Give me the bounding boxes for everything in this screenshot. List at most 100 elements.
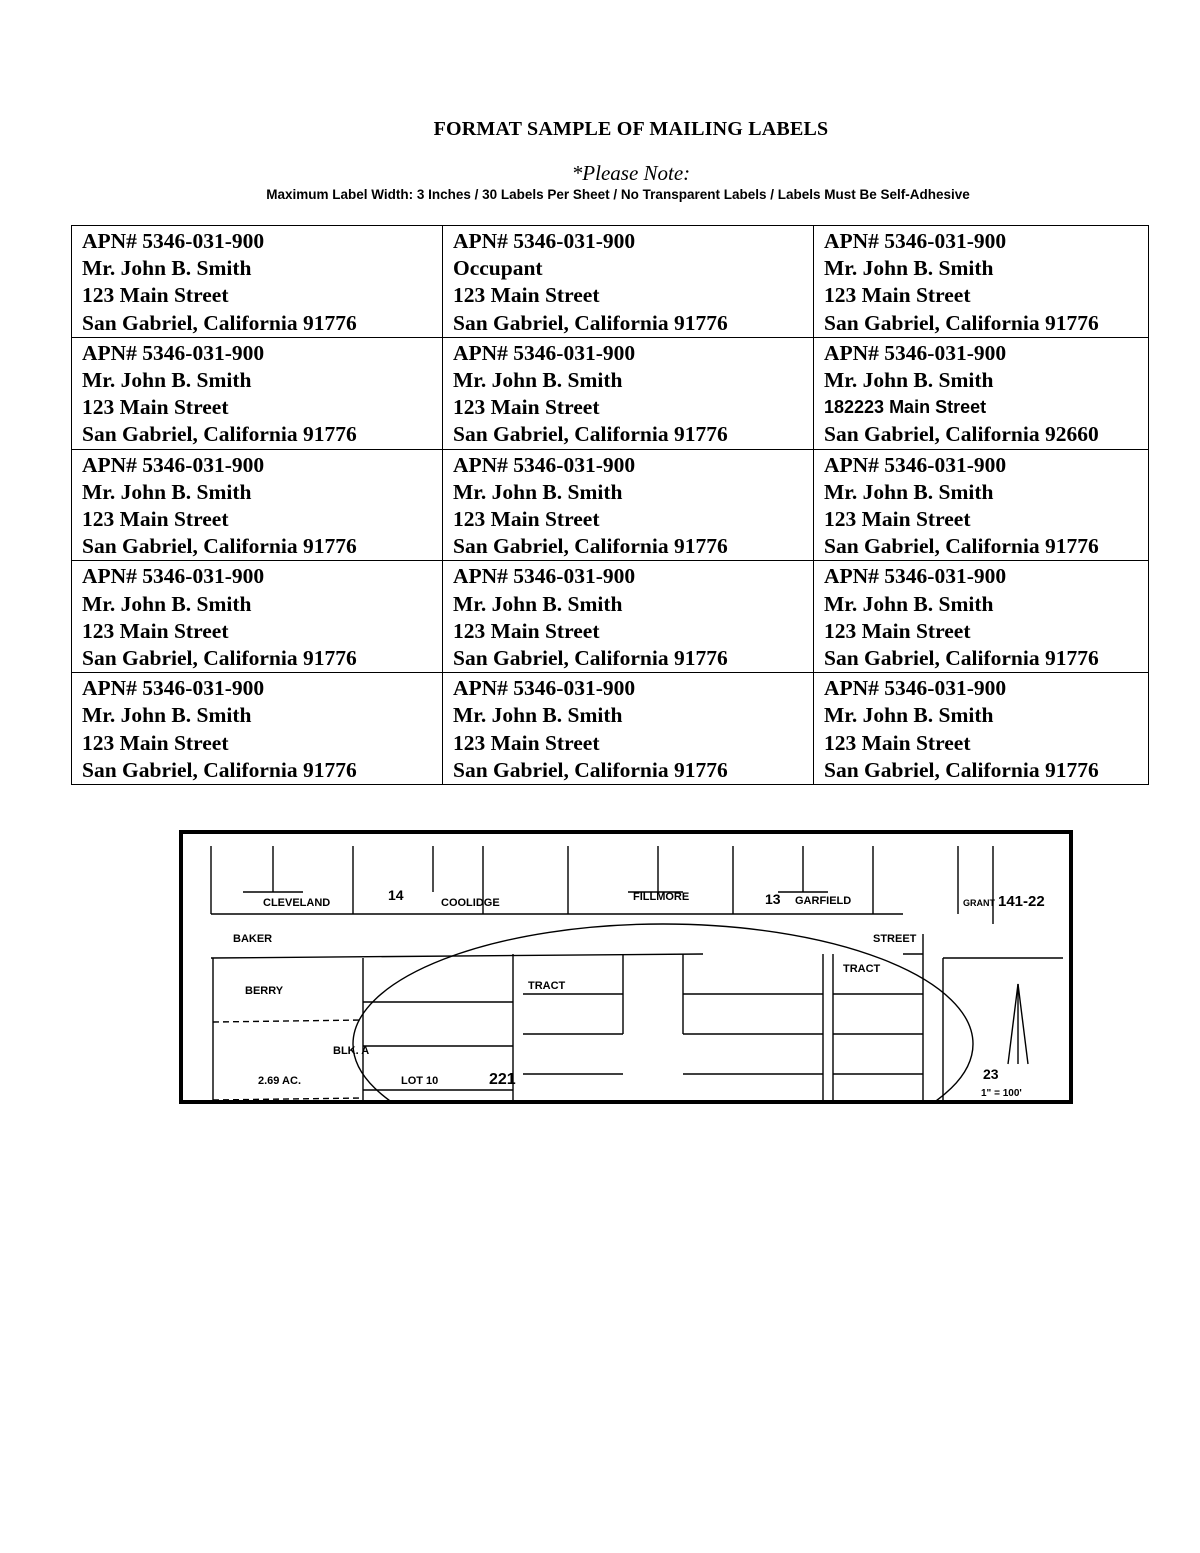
label-street: 123 Main Street xyxy=(453,618,600,643)
street-fillmore: FILLMORE xyxy=(633,891,689,903)
label-street: 123 Main Street xyxy=(453,507,600,532)
page-number-14: 14 xyxy=(388,887,404,903)
label-apn: APN# 5346-031-900 xyxy=(824,676,1007,701)
label-apn: APN# 5346-031-900 xyxy=(824,564,1007,589)
label-city: San Gabriel, California 91776 xyxy=(82,310,357,335)
page-title: FORMAT SAMPLE OF MAILING LABELS xyxy=(433,118,829,140)
label-apn: APN# 5346-031-900 xyxy=(824,340,1007,365)
map-drawing: CLEVELAND 14 COOLIDGE FILLMORE 13 GARFIE… xyxy=(210,846,1063,1100)
label-city: San Gabriel, California 91776 xyxy=(824,646,1099,671)
label-apn: APN# 5346-031-900 xyxy=(82,452,265,477)
label-name: Mr. John B. Smith xyxy=(824,479,994,504)
ac-269-label: 2.69 AC. xyxy=(258,1075,301,1087)
scale-label: 1" = 100' xyxy=(981,1088,1022,1099)
note-heading: *Please Note: xyxy=(571,161,691,185)
label-name: Mr. John B. Smith xyxy=(82,703,252,728)
label-city: San Gabriel, California 91776 xyxy=(824,534,1099,559)
label-apn: APN# 5346-031-900 xyxy=(82,340,265,365)
street-baker: BAKER xyxy=(233,933,272,945)
label-name: Mr. John B. Smith xyxy=(824,591,994,616)
label-name: Mr. John B. Smith xyxy=(453,703,623,728)
label-street: 123 Main Street xyxy=(453,395,600,420)
label-city: San Gabriel, California 91776 xyxy=(82,757,357,782)
label-apn: APN# 5346-031-900 xyxy=(453,676,636,701)
label-city: San Gabriel, California 91776 xyxy=(82,646,357,671)
label-name: Mr. John B. Smith xyxy=(824,368,994,393)
label-city: San Gabriel, California 91776 xyxy=(453,534,728,559)
label-city: San Gabriel, California 91776 xyxy=(82,534,357,559)
property-map: CLEVELAND 14 COOLIDGE FILLMORE 13 GARFIE… xyxy=(179,830,1073,1104)
label-street: 123 Main Street xyxy=(453,730,600,755)
label-apn: APN# 5346-031-900 xyxy=(824,452,1007,477)
street-street: STREET xyxy=(873,933,917,945)
label-city: San Gabriel, California 91776 xyxy=(453,757,728,782)
label-city: San Gabriel, California 92660 xyxy=(824,422,1099,447)
tract-top-label: TRACT xyxy=(528,980,566,992)
label-apn: APN# 5346-031-900 xyxy=(824,229,1007,253)
street-grant: GRANT xyxy=(963,898,995,908)
label-apn: APN# 5346-031-900 xyxy=(82,676,265,701)
label-street: 182223 Main Street xyxy=(824,397,987,418)
page-number-221: 221 xyxy=(489,1071,516,1088)
label-name: Mr. John B. Smith xyxy=(453,368,623,393)
page-number-13: 13 xyxy=(765,891,781,907)
note-detail: Maximum Label Width: 3 Inches / 30 Label… xyxy=(266,187,970,202)
label-street: 123 Main Street xyxy=(824,618,971,643)
label-apn: APN# 5346-031-900 xyxy=(82,229,265,253)
lot10-label: LOT 10 xyxy=(401,1075,438,1087)
label-apn: APN# 5346-031-900 xyxy=(453,452,636,477)
label-apn: APN# 5346-031-900 xyxy=(82,564,265,589)
tract-right-label: TRACT xyxy=(843,963,881,975)
label-city: San Gabriel, California 91776 xyxy=(453,422,728,447)
label-city: San Gabriel, California 91776 xyxy=(82,422,357,447)
label-city: San Gabriel, California 91776 xyxy=(824,757,1099,782)
label-apn: APN# 5346-031-900 xyxy=(453,340,636,365)
street-garfield: GARFIELD xyxy=(795,895,851,907)
street-coolidge: COOLIDGE xyxy=(441,897,500,909)
label-name: Mr. John B. Smith xyxy=(824,703,994,728)
label-name: Mr. John B. Smith xyxy=(82,591,252,616)
page-number-23: 23 xyxy=(983,1066,999,1082)
label-street: 123 Main Street xyxy=(824,283,971,308)
label-street: 123 Main Street xyxy=(824,730,971,755)
label-name: Occupant xyxy=(453,256,543,281)
label-name: Mr. John B. Smith xyxy=(82,368,252,393)
street-berry: BERRY xyxy=(245,985,284,997)
page-number-141-22: 141-22 xyxy=(998,893,1045,910)
label-name: Mr. John B. Smith xyxy=(453,479,623,504)
street-cleveland: CLEVELAND xyxy=(263,897,330,909)
label-city: San Gabriel, California 91776 xyxy=(824,310,1099,335)
label-name: Mr. John B. Smith xyxy=(82,479,252,504)
label-street: 123 Main Street xyxy=(82,618,229,643)
label-name: Mr. John B. Smith xyxy=(824,256,994,281)
label-street: 123 Main Street xyxy=(82,507,229,532)
label-street: 123 Main Street xyxy=(82,730,229,755)
label-street: 123 Main Street xyxy=(82,283,229,308)
label-city: San Gabriel, California 91776 xyxy=(453,646,728,671)
label-name: Mr. John B. Smith xyxy=(453,591,623,616)
label-city: San Gabriel, California 91776 xyxy=(453,310,728,335)
label-street: 123 Main Street xyxy=(824,507,971,532)
blk-a-label: BLK. A xyxy=(333,1045,369,1057)
label-name: Mr. John B. Smith xyxy=(82,256,252,281)
label-street: 123 Main Street xyxy=(453,283,600,308)
